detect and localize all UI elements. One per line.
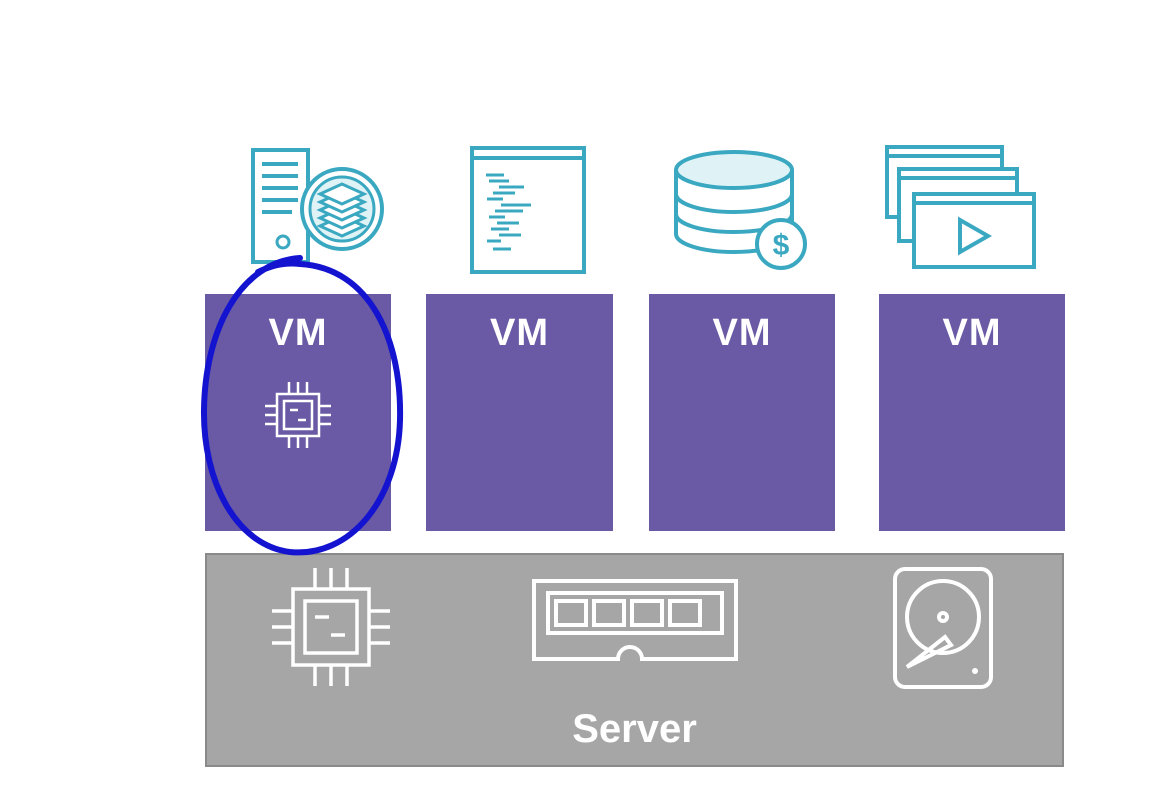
svg-text:$: $ bbox=[773, 229, 790, 262]
vm-box-2: VM bbox=[426, 294, 613, 531]
cpu-chip-icon bbox=[272, 568, 390, 686]
vm-label: VM bbox=[942, 312, 1002, 354]
server-box: Server bbox=[205, 553, 1064, 767]
database-server-icon bbox=[251, 148, 384, 264]
video-windows-icon bbox=[885, 145, 1036, 269]
vm-label: VM bbox=[712, 312, 772, 354]
vm-label: VM bbox=[268, 312, 328, 354]
memory-module-icon bbox=[532, 579, 738, 661]
server-label: Server bbox=[572, 707, 697, 751]
hard-drive-icon bbox=[893, 567, 993, 689]
vm-label: VM bbox=[490, 312, 549, 354]
vm-box-3: VM bbox=[649, 294, 835, 531]
database-cost-icon: $ bbox=[674, 150, 807, 270]
cpu-chip-icon bbox=[265, 382, 331, 448]
vm-box-1: VM bbox=[205, 294, 391, 531]
code-document-icon bbox=[470, 146, 586, 274]
vm-box-4: VM bbox=[879, 294, 1065, 531]
